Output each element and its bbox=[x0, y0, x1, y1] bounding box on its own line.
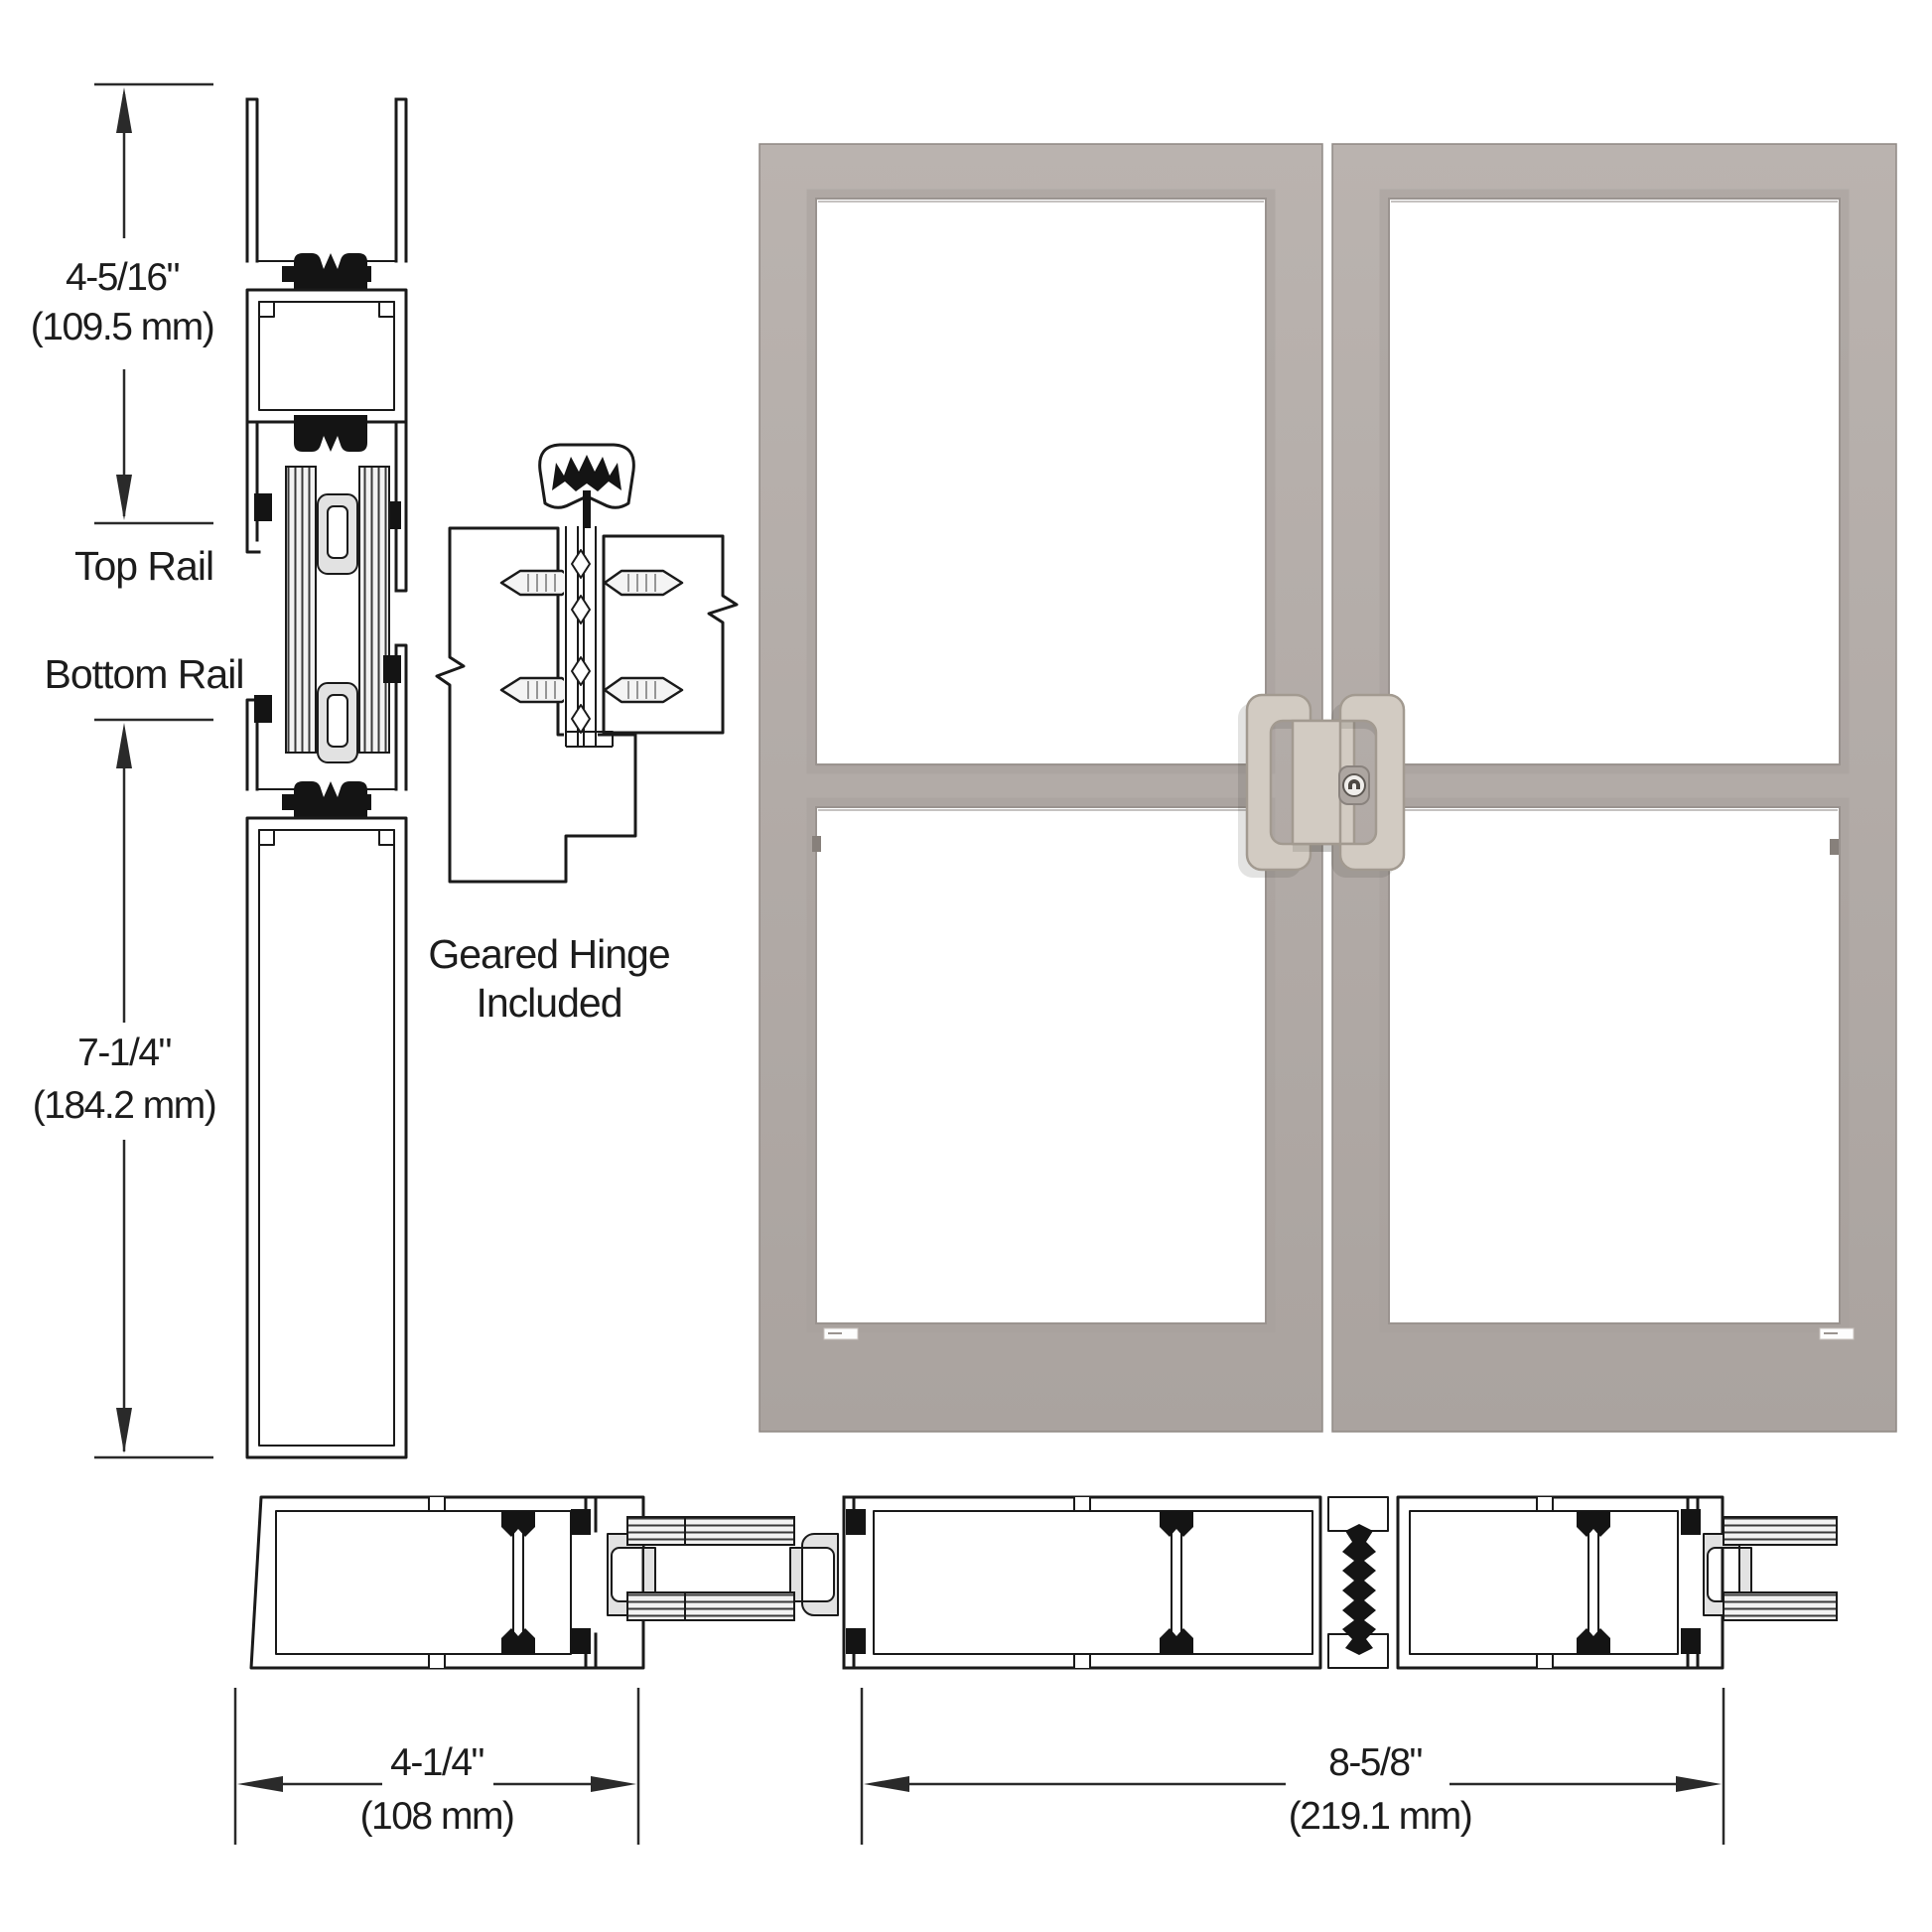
hinge-leaves bbox=[564, 524, 614, 749]
glass-band bbox=[626, 1516, 696, 1546]
hinge-knuckle-section bbox=[1327, 1496, 1389, 1669]
glass-right-bottom bbox=[1388, 806, 1841, 1324]
glass-band bbox=[626, 1591, 696, 1621]
glass-unit-section bbox=[285, 466, 390, 763]
hinge-mark-left-door bbox=[812, 836, 821, 852]
glass-left-bottom bbox=[815, 806, 1267, 1324]
top-rail-dim-mm: (109.5 mm) bbox=[31, 306, 213, 348]
bottom-rail-label: Bottom Rail bbox=[45, 651, 244, 697]
glass-band bbox=[684, 1516, 795, 1546]
pull-handle-right bbox=[1291, 693, 1406, 872]
geared-hinge-detail: Geared Hinge Included bbox=[428, 443, 739, 1026]
dim-stile-pair: 8-5/8" (219.1 mm) bbox=[860, 1688, 1725, 1845]
lock-stile-section bbox=[249, 1495, 696, 1670]
stile-pair-dim-inches: 8-5/8" bbox=[1328, 1741, 1422, 1784]
door-right bbox=[1331, 143, 1897, 1433]
dim-bottom-rail: 7-1/4" (184.2 mm) bbox=[33, 718, 217, 1459]
lock-stile-dim-mm: (108 mm) bbox=[360, 1795, 514, 1838]
dim-lock-stile: 4-1/4" (108 mm) bbox=[233, 1688, 640, 1845]
lock-cylinder bbox=[1338, 765, 1370, 805]
dim-top-rail: 4-5/16" (109.5 mm) bbox=[31, 82, 215, 525]
glass-right-top bbox=[1388, 198, 1841, 765]
top-rail-section bbox=[245, 97, 408, 593]
glass-band bbox=[684, 1591, 795, 1621]
door-elevation bbox=[759, 143, 1897, 1433]
glass-left-top bbox=[815, 198, 1267, 765]
bottom-rail-section bbox=[245, 643, 408, 1459]
door-left bbox=[759, 143, 1323, 1433]
glass-pane-right bbox=[358, 466, 390, 754]
hinge-stile-pair-section bbox=[684, 1495, 1838, 1670]
hinge-gear-cap bbox=[538, 443, 635, 528]
bottom-rail-dim-inches: 7-1/4" bbox=[77, 1032, 171, 1074]
glass-band bbox=[1723, 1591, 1838, 1621]
bottom-rail-dim-mm: (184.2 mm) bbox=[33, 1084, 215, 1127]
hinge-note-line1: Geared Hinge bbox=[428, 931, 669, 977]
hinge-right-plate bbox=[602, 534, 739, 735]
stile-pair-dim-mm: (219.1 mm) bbox=[1289, 1795, 1471, 1838]
glass-band bbox=[1723, 1516, 1838, 1546]
hinge-mark-right-door bbox=[1830, 839, 1839, 855]
lock-stile-dim-inches: 4-1/4" bbox=[390, 1741, 483, 1784]
hinge-screws bbox=[499, 569, 684, 704]
hinge-note-line2: Included bbox=[476, 980, 621, 1026]
top-rail-label: Top Rail bbox=[74, 543, 213, 589]
glass-pane-left bbox=[285, 466, 317, 754]
top-rail-dim-inches: 4-5/16" bbox=[66, 256, 180, 299]
hinge-left-plate bbox=[435, 526, 637, 884]
